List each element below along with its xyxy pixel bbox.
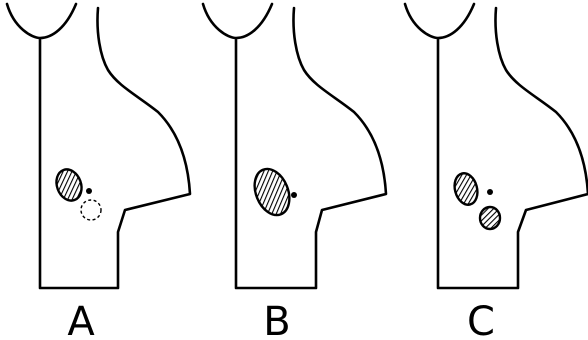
panel-c-small-dot (487, 189, 493, 195)
panel-b: B (203, 4, 386, 340)
panel-a-small-dot (86, 188, 92, 194)
panel-a-label: A (67, 299, 95, 340)
panel-a-dashed-circle (81, 200, 101, 220)
panel-b-body-outline (203, 4, 386, 288)
panel-c-small-hatched-mass (480, 207, 500, 229)
panel-b-hatched-mass (248, 164, 296, 220)
panel-c: C (405, 4, 588, 340)
panel-b-small-dot (291, 192, 297, 198)
panel-c-body-outline (405, 4, 588, 288)
panel-a-body-outline (7, 4, 190, 288)
panel-c-hatched-mass (451, 171, 481, 208)
panel-a: A (7, 4, 190, 340)
panel-c-label: C (467, 299, 495, 340)
panel-a-hatched-mass (52, 166, 85, 204)
panel-b-label: B (263, 299, 290, 340)
